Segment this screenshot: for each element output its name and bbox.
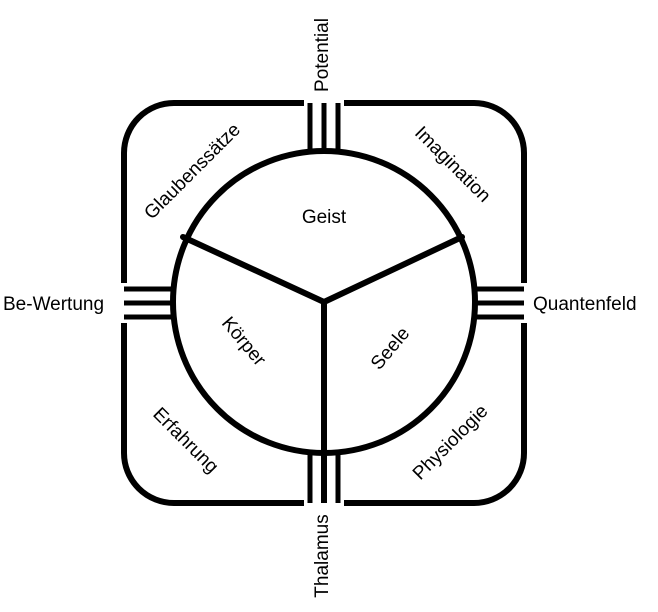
label-be-wertung: Be-Wertung xyxy=(3,294,104,315)
connector-left xyxy=(117,283,177,323)
label-quantenfeld: Quantenfeld xyxy=(533,294,637,315)
circle-dividers xyxy=(180,234,465,503)
label-geist: Geist xyxy=(302,207,347,228)
label-erfahrung: Erfahrung xyxy=(148,404,222,478)
label-thalamus: Thalamus xyxy=(312,514,333,597)
connector-top xyxy=(304,96,344,156)
label-potential: Potential xyxy=(312,18,333,92)
connector-right xyxy=(472,283,531,323)
